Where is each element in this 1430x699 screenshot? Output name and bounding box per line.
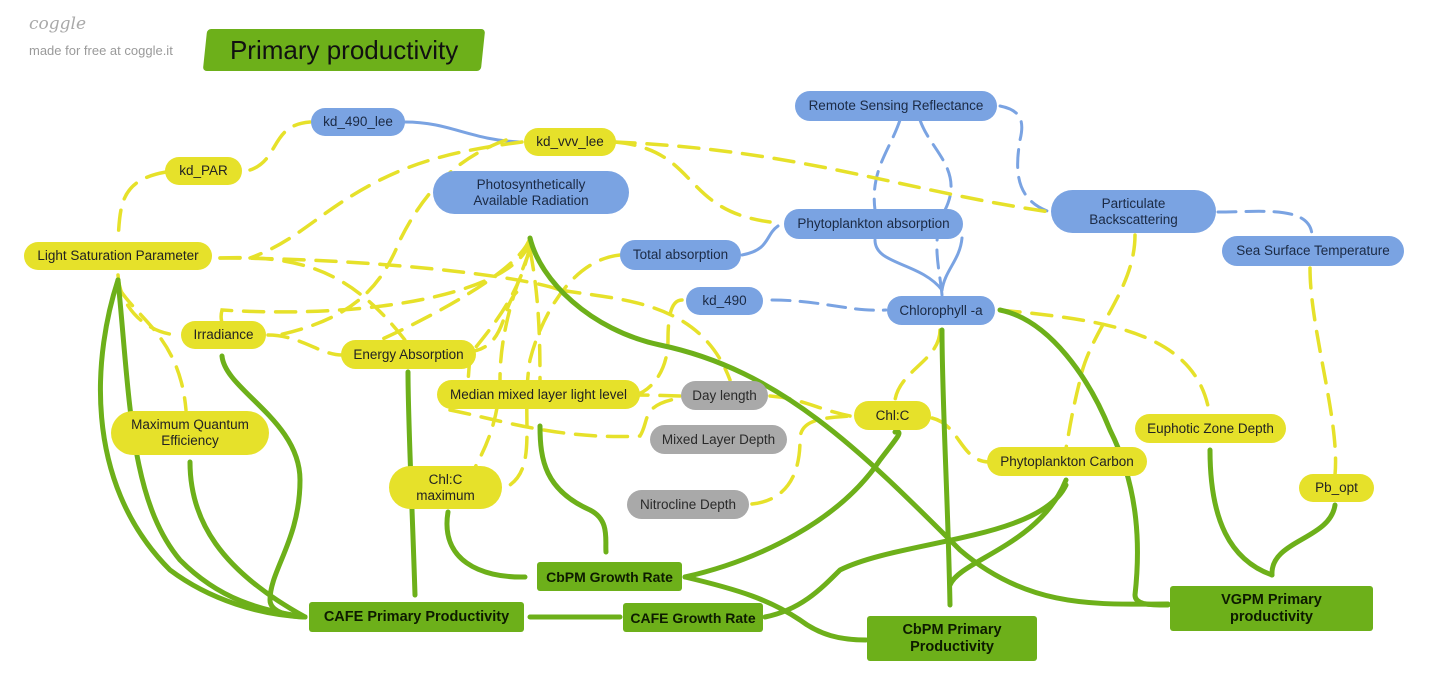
- node-median-mixed-layer-light-level[interactable]: Median mixed layer light level: [437, 380, 640, 409]
- node-kd-vvv-lee[interactable]: kd_vvv_lee: [524, 128, 616, 156]
- edge-kd490lee-kdvvvlee: [403, 120, 522, 144]
- node-cafe-primary-productivity[interactable]: CAFE Primary Productivity: [309, 602, 524, 632]
- node-euphotic-zone-depth[interactable]: Euphotic Zone Depth: [1135, 414, 1286, 443]
- node-light-saturation-parameter[interactable]: Light Saturation Parameter: [24, 242, 212, 270]
- edge-aph-chl: [873, 238, 944, 292]
- node-kd-490[interactable]: kd_490: [686, 287, 763, 315]
- made-with-text[interactable]: made for free at coggle.it: [29, 43, 173, 58]
- node-kd-490-lee[interactable]: kd_490_lee: [311, 108, 405, 136]
- edge-rrs-bbp: [998, 104, 1052, 214]
- node-cafe-growth-rate[interactable]: CAFE Growth Rate: [623, 603, 763, 632]
- node-mixed-layer-depth[interactable]: Mixed Layer Depth: [650, 425, 787, 454]
- node-pb-opt[interactable]: Pb_opt: [1299, 474, 1374, 502]
- map-title: Primary productivity: [202, 29, 486, 71]
- node-cbpm-primary-productivity[interactable]: CbPM Primary Productivity: [867, 616, 1037, 661]
- coggle-logo: coggle: [29, 14, 87, 34]
- edge-bbp-sst: [1216, 209, 1314, 237]
- node-par[interactable]: Photosynthetically Available Radiation: [433, 171, 629, 214]
- edge-kd490-chl: [770, 298, 888, 312]
- edge-rrs-chl: [918, 118, 953, 297]
- node-phytoplankton-absorption[interactable]: Phytoplankton absorption: [784, 209, 963, 239]
- node-total-absorption[interactable]: Total absorption: [620, 240, 741, 270]
- node-chl-c[interactable]: Chl:C: [854, 401, 931, 430]
- edge-rrs-aph-1: [872, 118, 902, 212]
- edge-aph-chl-2: [940, 236, 964, 292]
- edge-aph-at: [740, 224, 780, 257]
- node-energy-absorption[interactable]: Energy Absorption: [341, 340, 476, 369]
- node-maximum-quantum-efficiency[interactable]: Maximum Quantum Efficiency: [111, 411, 269, 455]
- node-chlorophyll-a[interactable]: Chlorophyll -a: [887, 296, 995, 325]
- node-irradiance[interactable]: Irradiance: [181, 321, 266, 349]
- node-particulate-backscattering[interactable]: Particulate Backscattering: [1051, 190, 1216, 233]
- node-nitrocline-depth[interactable]: Nitrocline Depth: [627, 490, 749, 519]
- node-phytoplankton-carbon[interactable]: Phytoplankton Carbon: [987, 447, 1147, 476]
- node-sea-surface-temperature[interactable]: Sea Surface Temperature: [1222, 236, 1404, 266]
- node-remote-sensing-reflectance[interactable]: Remote Sensing Reflectance: [795, 91, 997, 121]
- node-kd-par[interactable]: kd_PAR: [165, 157, 242, 185]
- node-chl-c-maximum[interactable]: Chl:C maximum: [389, 466, 502, 509]
- node-vgpm-primary-productivity[interactable]: VGPM Primary productivity: [1170, 586, 1373, 631]
- node-cbpm-growth-rate[interactable]: CbPM Growth Rate: [537, 562, 682, 591]
- node-day-length[interactable]: Day length: [681, 381, 768, 410]
